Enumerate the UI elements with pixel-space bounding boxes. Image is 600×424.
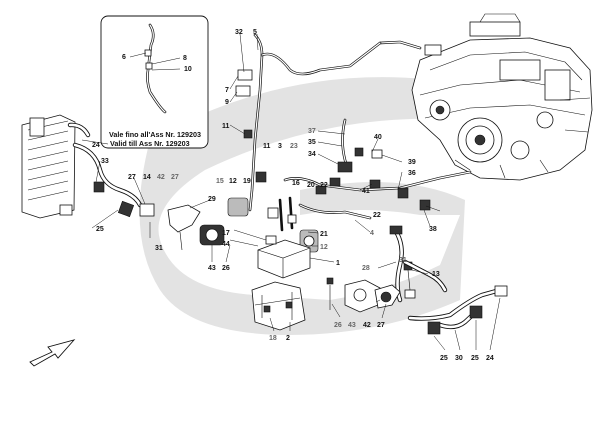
hose-33 [72,142,155,218]
callout-2: 2 [286,335,290,342]
callout-25: 25 [96,226,104,233]
engine-block [378,13,593,181]
callout-24b: 24 [486,355,494,362]
callout-27b: 27 [171,174,179,181]
callout-20: 20 [307,182,315,189]
inset-callout-6: 6 [122,54,126,61]
callout-25c: 25 [471,355,479,362]
callout-26b: 26 [334,322,342,329]
leader-lines [81,33,501,351]
callout-38: 38 [429,226,437,233]
lower-right-hose [402,259,508,335]
lower-center-hoses [326,225,416,313]
callout-19: 19 [243,178,251,185]
callout-42b: 42 [363,322,371,329]
callout-28: 28 [362,265,370,272]
callout-5: 5 [253,29,257,36]
callout-labels: 32 5 7 9 11 37 35 34 40 11 3 23 39 36 41… [92,29,494,362]
callout-21: 21 [320,231,328,238]
callout-42: 42 [157,174,165,181]
callout-31: 31 [155,245,163,252]
inset-callout-10: 10 [184,66,192,73]
inset-note-it: Vale fino all'Ass Nr. 129203 [109,130,201,139]
callout-39: 39 [408,159,416,166]
callout-15: 15 [216,178,224,185]
callout-32: 32 [235,29,243,36]
callout-24: 24 [92,142,100,149]
callout-44: 44 [222,241,230,248]
callout-12: 12 [229,178,237,185]
front-direction-arrow-icon [29,339,76,367]
callout-11: 11 [222,123,230,130]
valve-assemblies [167,197,319,253]
callout-25b: 25 [440,355,448,362]
callout-36: 36 [408,170,416,177]
callout-1: 1 [336,260,340,267]
callout-7: 7 [225,87,229,94]
callout-22: 22 [320,182,328,189]
intercooler [21,114,91,219]
callout-22b: 22 [373,212,381,219]
callout-14: 14 [143,174,151,181]
callout-9: 9 [225,99,229,106]
callout-12b: 12 [320,244,328,251]
inset-box: 6 8 10 Vale fino all'Ass Nr. 129203 Vali… [100,15,209,149]
callout-37: 37 [308,128,316,135]
callout-26: 26 [222,265,230,272]
callout-13: 13 [432,271,440,278]
callout-4: 4 [370,230,374,237]
callout-3: 3 [278,143,282,150]
inset-note-en: Valid till Ass Nr. 129203 [110,139,190,148]
callout-16: 16 [292,180,300,187]
callout-31b: 31 [399,257,407,264]
callout-40: 40 [374,134,382,141]
callout-33: 33 [101,158,109,165]
callout-27: 27 [128,174,136,181]
callout-41: 41 [362,188,370,195]
callout-43: 43 [208,265,216,272]
inset-callout-8: 8 [183,55,187,62]
callout-29: 29 [208,196,216,203]
canister-and-bracket [251,235,311,331]
callout-17: 17 [222,230,230,237]
callout-30: 30 [455,355,463,362]
callout-43b: 43 [348,322,356,329]
callout-27c: 27 [377,322,385,329]
callout-35: 35 [308,139,316,146]
callout-34: 34 [308,151,316,158]
callout-11b: 11 [263,143,271,150]
callout-23: 23 [290,143,298,150]
callout-18: 18 [269,335,277,342]
